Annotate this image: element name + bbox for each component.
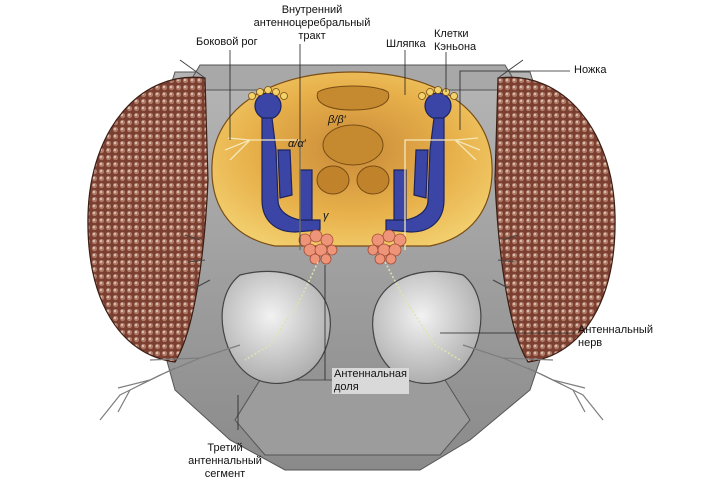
right-antennal-lobe-glomeruli — [367, 229, 407, 265]
left-compound-eye — [87, 76, 209, 363]
antennal-lobe-line-1: Антеннальная — [334, 368, 408, 380]
antennal-lobe-line-2: доля — [334, 381, 359, 393]
antennal-nerve-line-2: нерв — [578, 337, 603, 349]
antennal-nerve-line-1: Антеннальный — [578, 324, 653, 336]
ellipsoid-body — [322, 124, 384, 166]
kenyon-cell-bodies — [248, 86, 458, 100]
right-compound-eye — [494, 76, 616, 363]
alpha-lobe-label: α/α′ — [288, 138, 306, 150]
inner-tract-label: Внутренний антенноцеребральный тракт — [252, 4, 372, 43]
fan-shaped-body — [316, 85, 390, 111]
third-segment-line-3: сегмент — [204, 468, 246, 480]
kenyon-cells-label: Клетки Кэньона — [434, 28, 476, 54]
third-segment-line-1: Третий — [207, 442, 243, 454]
antennal-lobe-label: Антеннальная доля — [332, 368, 410, 394]
kenyon-cells-line-2: Кэньона — [434, 41, 477, 53]
right-mushroom-body — [385, 92, 452, 233]
lateral-horn-label: Боковой рог — [196, 36, 258, 48]
inner-tract-line-2: антенноцеребральный — [253, 17, 371, 29]
aristae — [99, 344, 604, 421]
calyx-label: Шляпка — [386, 38, 426, 50]
third-segment-label: Третий антеннальный сегмент — [175, 442, 275, 481]
left-antenna-third-segment — [221, 270, 331, 385]
leader-lines — [229, 44, 575, 430]
kenyon-cells-line-1: Клетки — [434, 28, 469, 40]
left-antennal-lobe-glomeruli — [298, 229, 338, 265]
peduncle-label: Ножка — [574, 64, 607, 76]
antennal-nerve-fibers — [244, 261, 461, 361]
inner-tract-line-3: тракт — [298, 30, 326, 42]
third-segment-line-2: антеннальный — [188, 455, 262, 467]
antennal-nerve-label: Антеннальный нерв — [578, 324, 653, 350]
head-bristles — [179, 59, 524, 289]
gamma-lobe-label: γ — [323, 210, 329, 222]
beta-lobe-label: β/β′ — [328, 114, 346, 126]
inner-tract-line-1: Внутренний — [281, 4, 343, 16]
